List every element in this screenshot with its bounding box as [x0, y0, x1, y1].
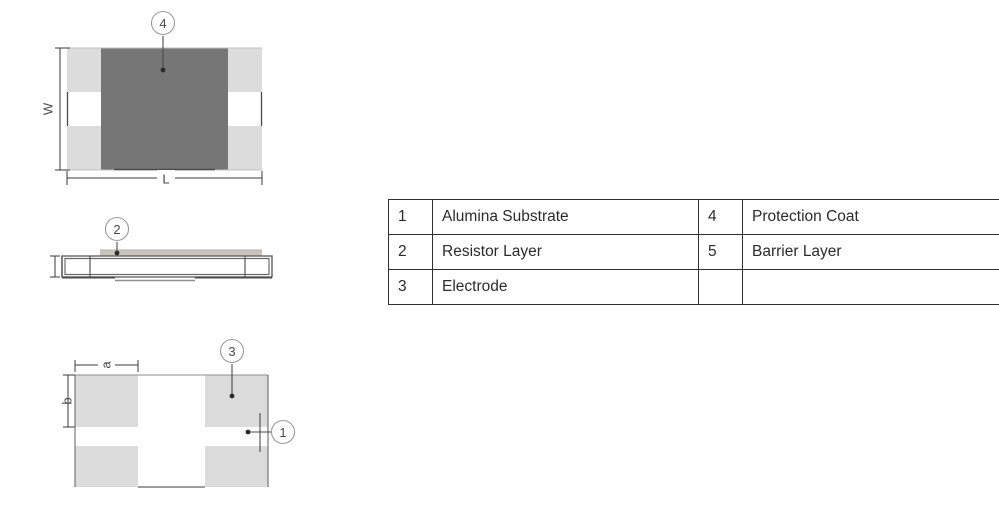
table-row: 3 Electrode [388, 269, 999, 305]
top-view-group: W L 4 [41, 10, 263, 187]
callout-4-bubble [150, 10, 176, 36]
table-row: 2 Resistor Layer 5 Barrier Layer [388, 234, 999, 270]
callout-1-label: 1 [279, 425, 286, 440]
legend-num-1: 1 [388, 199, 433, 235]
callout-3-anchor-dot [229, 393, 235, 399]
top-view-pad-bottom-left [67, 126, 103, 170]
top-view-pad-bottom-right [226, 126, 262, 170]
side-view-substrate-inner-outline [64, 257, 270, 276]
top-view-protection-coat [101, 48, 228, 170]
callout-2-bubble [104, 216, 130, 242]
bottom-view-pad-top-left [75, 375, 138, 427]
bottom-view-a-label: a [99, 361, 114, 369]
callout-1-anchor-dot [245, 429, 251, 435]
top-view-l-label: L [162, 172, 169, 187]
side-view-resistor-layer [100, 250, 262, 256]
callout-4-anchor-dot [160, 67, 166, 73]
legend-num-2: 2 [388, 234, 433, 270]
legend-label-5: Barrier Layer [742, 234, 999, 270]
callout-1-bubble [270, 419, 296, 445]
legend-num-3: 3 [388, 269, 433, 305]
legend-num-4: 4 [698, 199, 743, 235]
legend-num-5: 5 [698, 234, 743, 270]
top-view-pad-top-right [226, 48, 262, 92]
callout-3-bubble [219, 338, 245, 364]
callout-2-label: 2 [113, 222, 120, 237]
bottom-view-b-label: b [60, 397, 75, 404]
callout-2-anchor-dot [114, 250, 120, 256]
bottom-view-pad-bottom-left [75, 446, 138, 487]
legend-table: 1 Alumina Substrate 4 Protection Coat 2 … [388, 199, 999, 305]
side-view-group: 2 [50, 216, 273, 282]
legend-label-2: Resistor Layer [432, 234, 699, 270]
bottom-view-group: a b 3 1 [60, 338, 296, 488]
legend-table-container: 1 Alumina Substrate 4 Protection Coat 2 … [388, 199, 999, 305]
legend-num-empty [698, 269, 743, 305]
bottom-view-a-label-backdrop [98, 357, 115, 373]
top-view-w-label: W [41, 102, 56, 115]
bottom-view-pad-bottom-right [205, 446, 268, 487]
legend-label-1: Alumina Substrate [432, 199, 699, 235]
top-view-pad-top-left [67, 48, 103, 92]
legend-label-3: Electrode [432, 269, 699, 305]
callout-3-label: 3 [228, 344, 235, 359]
legend-label-4: Protection Coat [742, 199, 999, 235]
top-view-l-label-backdrop [157, 170, 175, 187]
table-row: 1 Alumina Substrate 4 Protection Coat [388, 199, 999, 235]
bottom-view-pad-top-right [205, 375, 268, 427]
side-view-substrate-body [61, 255, 273, 278]
callout-4-label: 4 [159, 16, 166, 31]
legend-label-empty [742, 269, 999, 305]
